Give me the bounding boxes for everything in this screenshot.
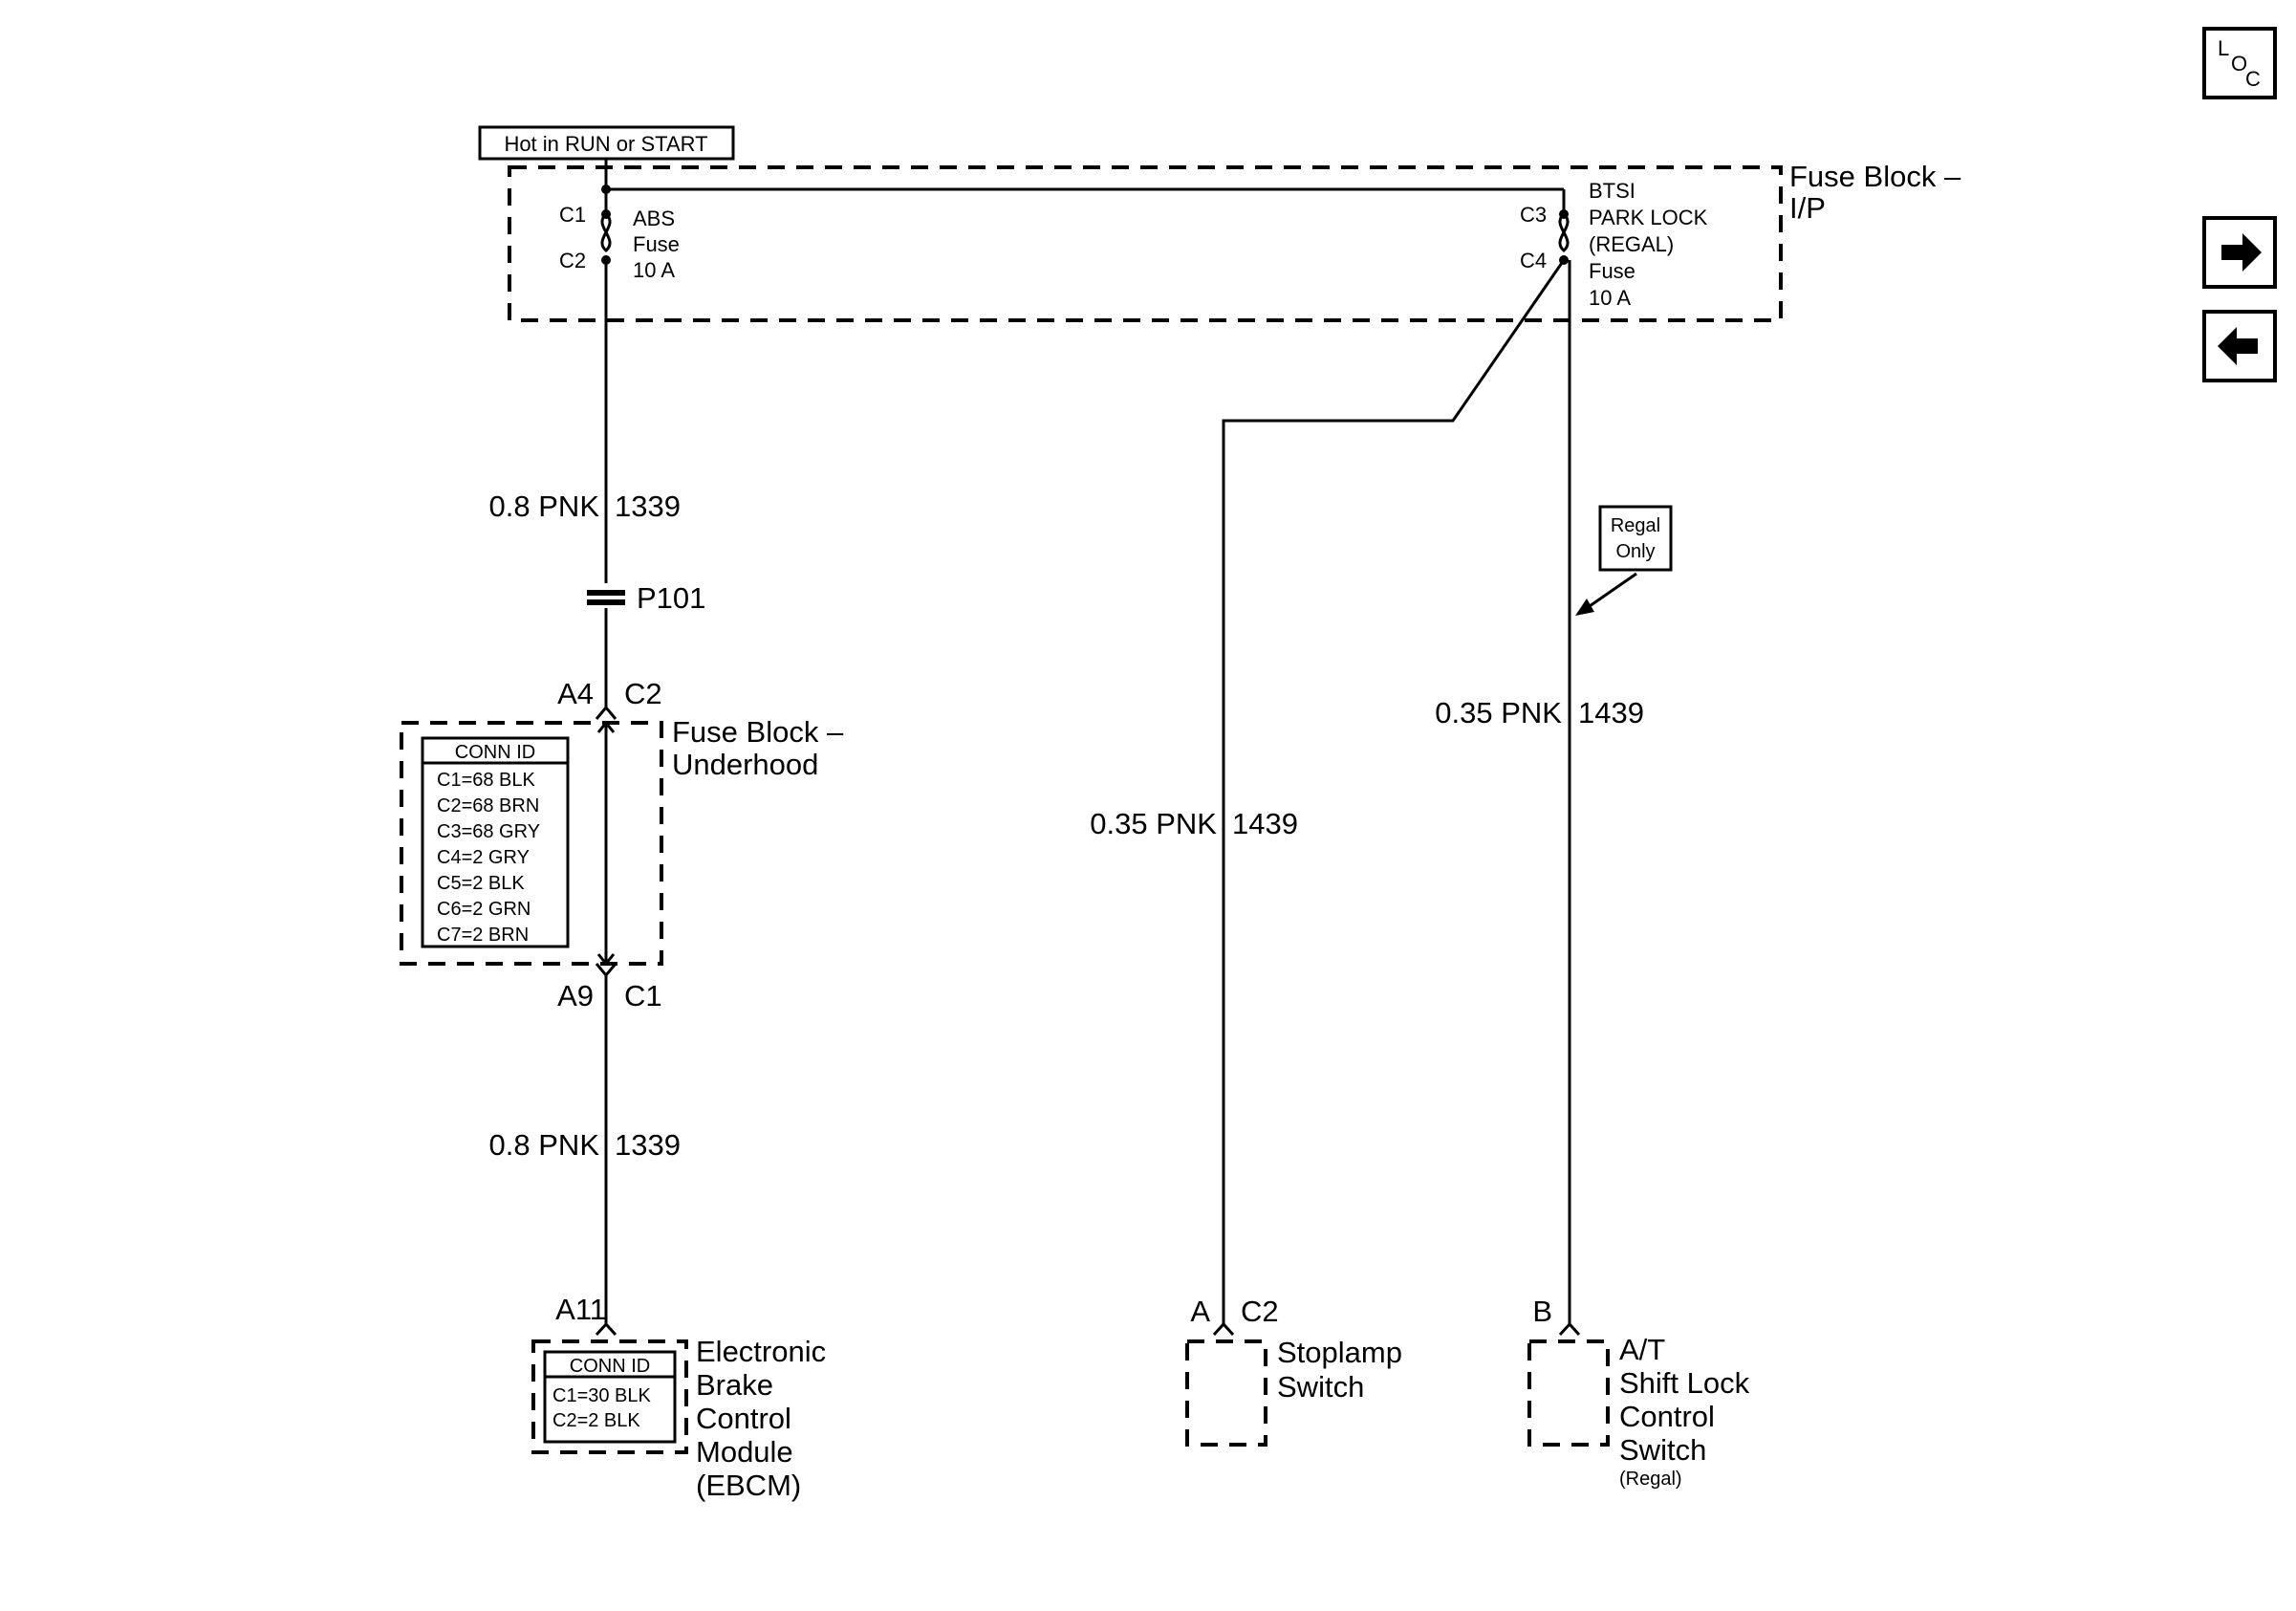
stoplamp-name-line-1: Stoplamp xyxy=(1277,1336,1402,1369)
underhood-conn-row-1: C1=68 BLK xyxy=(437,770,536,791)
fuse-block-ip-boundary xyxy=(508,165,1783,322)
underhood-internal-link xyxy=(596,720,616,967)
abs-fuse: C1 C2 ABS Fuse 10 A xyxy=(559,189,680,282)
arrow-right-icon[interactable] xyxy=(2202,216,2277,289)
fuse-block-underhood-title-2: Underhood xyxy=(672,748,818,781)
fuse-symbol-icon xyxy=(1558,212,1570,252)
connector-a11: A11 xyxy=(555,1293,617,1337)
regal-only-line2: Only xyxy=(1615,541,1655,562)
loc-letter-c: C xyxy=(2245,67,2261,91)
wire-lower-left-circuit: 1339 xyxy=(615,1128,681,1162)
ebcm-name-line-4: Module xyxy=(696,1435,793,1469)
ebcm-name-line-5: (EBCM) xyxy=(696,1469,801,1502)
shift-lock-note: (Regal) xyxy=(1619,1469,1682,1490)
underhood-conn-row-6: C6=2 GRN xyxy=(437,899,531,920)
power-source-text: Hot in RUN or START xyxy=(504,132,707,156)
splice-p101: P101 xyxy=(587,581,705,615)
ebcm-name-line-2: Brake xyxy=(696,1368,773,1402)
ebcm-pin: A11 xyxy=(555,1293,606,1326)
connector-a9: A9 C1 xyxy=(557,963,662,1012)
btsi-fuse-pin-out: C4 xyxy=(1520,249,1547,272)
btsi-fuse-name-1: BTSI xyxy=(1589,179,1635,203)
underhood-bottom-pin: A9 xyxy=(557,979,594,1012)
ebcm-conn-id-header: CONN ID xyxy=(570,1356,650,1377)
stoplamp-switch-boundary xyxy=(1185,1339,1267,1447)
shift-lock-name-line-1: A/T xyxy=(1619,1333,1665,1366)
ebcm-boundary xyxy=(531,1339,688,1454)
underhood-top-pin: A4 xyxy=(557,677,594,710)
power-source-label: Hot in RUN or START xyxy=(478,125,735,161)
underhood-conn-id-table: CONN ID C1=68 BLK C2=68 BRN C3=68 GRY C4=2 … xyxy=(421,736,570,948)
stoplamp-pin: A xyxy=(1190,1295,1210,1328)
ebcm-name-line-1: Electronic xyxy=(696,1335,826,1368)
ebcm-conn-row-1: C1=30 BLK xyxy=(552,1385,652,1406)
ebcm-name-line-3: Control xyxy=(696,1402,791,1435)
wire-upper-left-circuit: 1339 xyxy=(615,490,681,523)
connector-stoplamp: A C2 xyxy=(1190,1295,1279,1337)
abs-fuse-pin-in: C1 xyxy=(559,203,586,227)
underhood-conn-row-5: C5=2 BLK xyxy=(437,873,525,894)
loc-icon[interactable]: L O C xyxy=(2202,27,2277,99)
fuse-block-ip-title-1: Fuse Block – xyxy=(1789,160,1961,193)
underhood-bottom-conn: C1 xyxy=(624,979,662,1012)
fuse-block-underhood-boundary xyxy=(400,721,663,966)
btsi-fuse-name-3: (REGAL) xyxy=(1589,232,1674,256)
underhood-conn-row-4: C4=2 GRY xyxy=(437,847,530,868)
ebcm-conn-row-2: C2=2 BLK xyxy=(552,1410,640,1431)
btsi-fuse-rating: 10 A xyxy=(1589,286,1631,310)
arrow-head-icon xyxy=(1575,599,1594,616)
fuse-symbol-icon xyxy=(600,212,612,252)
wire-middle-size: 0.35 PNK xyxy=(1090,807,1217,840)
loc-letter-l: L xyxy=(2218,36,2229,60)
wire-lower-left-size: 0.8 PNK xyxy=(489,1128,600,1162)
shift-lock-switch-boundary xyxy=(1527,1339,1610,1447)
fuse-block-ip-title-2: I/P xyxy=(1789,191,1826,225)
wire-middle xyxy=(1222,259,1566,1324)
btsi-fuse-type: Fuse xyxy=(1589,259,1635,283)
stoplamp-conn: C2 xyxy=(1241,1295,1279,1328)
fuse-block-underhood-title-1: Fuse Block – xyxy=(672,715,844,749)
underhood-conn-row-3: C3=68 GRY xyxy=(437,821,540,842)
wire-right-size: 0.35 PNK xyxy=(1435,696,1562,729)
splice-label: P101 xyxy=(637,581,705,615)
regal-only-line1: Regal xyxy=(1611,515,1660,536)
abs-fuse-rating: 10 A xyxy=(633,258,675,282)
abs-fuse-name: ABS xyxy=(633,207,675,230)
wire-middle-circuit: 1439 xyxy=(1232,807,1298,840)
btsi-fuse-name-2: PARK LOCK xyxy=(1589,206,1708,229)
abs-fuse-type: Fuse xyxy=(633,232,680,256)
loc-letter-o: O xyxy=(2231,52,2247,76)
arrow-left-icon[interactable] xyxy=(2202,310,2277,382)
btsi-fuse-pin-in: C3 xyxy=(1520,203,1547,227)
underhood-conn-row-7: C7=2 BRN xyxy=(437,925,529,946)
connector-shift-lock: B xyxy=(1532,1295,1581,1337)
shift-lock-pin: B xyxy=(1532,1295,1552,1328)
stoplamp-name-line-2: Switch xyxy=(1277,1370,1364,1404)
abs-fuse-pin-out: C2 xyxy=(559,249,586,272)
wire-upper-left-size: 0.8 PNK xyxy=(489,490,600,523)
wire-right-circuit: 1439 xyxy=(1578,696,1644,729)
shift-lock-name-line-3: Control xyxy=(1619,1400,1715,1433)
power-bus xyxy=(604,159,1566,212)
shift-lock-name-line-4: Switch xyxy=(1619,1433,1706,1467)
underhood-conn-row-2: C2=68 BRN xyxy=(437,795,539,816)
ebcm-conn-id-table: CONN ID C1=30 BLK C2=2 BLK xyxy=(543,1350,677,1444)
regal-only-note: Regal Only xyxy=(1575,505,1673,616)
shift-lock-name-line-2: Shift Lock xyxy=(1619,1366,1750,1400)
connector-a4: A4 C2 xyxy=(557,677,662,720)
underhood-top-conn: C2 xyxy=(624,677,662,710)
underhood-conn-id-header: CONN ID xyxy=(455,742,535,763)
btsi-fuse: C3 C4 BTSI PARK LOCK (REGAL) Fuse 10 A xyxy=(1520,179,1708,310)
